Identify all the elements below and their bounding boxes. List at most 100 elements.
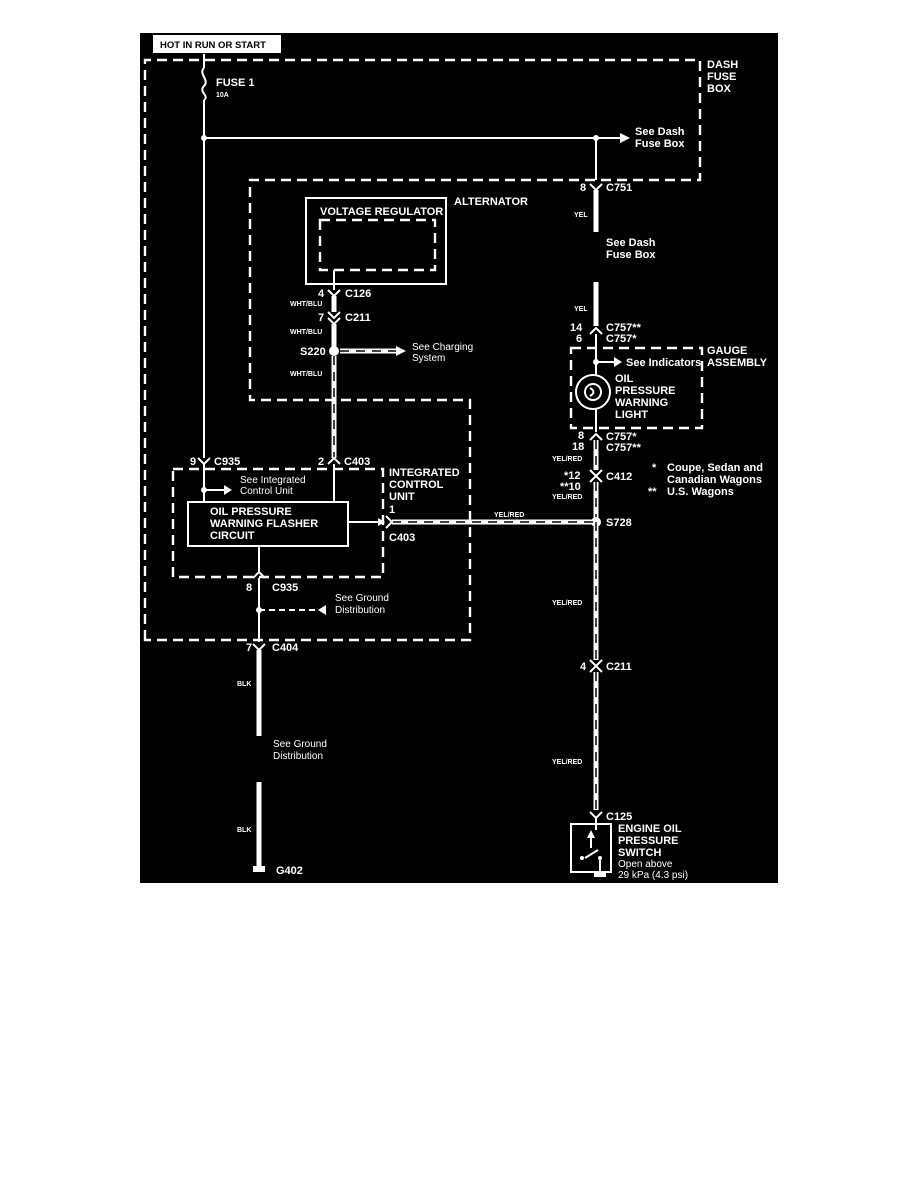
fuse-rating: 10A bbox=[216, 92, 229, 99]
legend-mark-2: ** bbox=[648, 486, 657, 498]
diagram-background bbox=[140, 33, 778, 883]
c757-top-connector bbox=[589, 326, 603, 335]
ground-ref-2b: Distribution bbox=[273, 751, 323, 762]
power-header-box bbox=[153, 35, 281, 53]
wht-blu-label-2: WHT/BLU bbox=[290, 329, 322, 336]
yel-red-label-2: YEL/RED bbox=[552, 494, 582, 501]
g402-ground-symbol bbox=[253, 866, 265, 872]
alternator-label: ALTERNATOR bbox=[454, 196, 528, 208]
charging-ref-2: System bbox=[412, 353, 445, 364]
c751-name: C751 bbox=[606, 182, 632, 194]
c403-top-name: C403 bbox=[344, 456, 370, 468]
c757-bot-name-1: C757* bbox=[606, 431, 637, 443]
dash-ref-line-1: See Dash bbox=[635, 126, 685, 138]
switch-label-1: ENGINE OIL bbox=[618, 823, 682, 835]
c403-side-name: C403 bbox=[389, 532, 415, 544]
warning-light-bulb bbox=[575, 374, 611, 410]
legend-text-1b: Canadian Wagons bbox=[667, 474, 762, 486]
fuse-symbol bbox=[201, 67, 207, 101]
charging-ref-1: See Charging bbox=[412, 342, 473, 353]
gauge-label-1: GAUGE bbox=[707, 345, 747, 357]
switch-ground-symbol bbox=[594, 873, 606, 877]
warning-light-inner bbox=[584, 383, 602, 401]
icu-label-2: CONTROL bbox=[389, 479, 444, 491]
regulator-inner-outline bbox=[318, 218, 437, 272]
s220-splice bbox=[329, 346, 339, 356]
light-label-3: WARNING bbox=[615, 397, 668, 409]
c404-pin: 7 bbox=[246, 642, 252, 654]
flasher-label-1: OIL PRESSURE bbox=[210, 506, 292, 518]
light-label-2: PRESSURE bbox=[615, 385, 676, 397]
c404-name: C404 bbox=[272, 642, 299, 654]
yel-red-label-1: YEL/RED bbox=[552, 456, 582, 463]
indicators-arrow bbox=[614, 357, 622, 367]
switch-label-3: SWITCH bbox=[618, 847, 661, 859]
c211-top-connector-a bbox=[327, 311, 341, 320]
flasher-label-3: CIRCUIT bbox=[210, 530, 255, 542]
yel-red-label-h: YEL/RED bbox=[494, 512, 524, 519]
dash-ref-mid-2: Fuse Box bbox=[606, 249, 656, 261]
dash-fuse-box-outline bbox=[143, 58, 702, 642]
s220-label: S220 bbox=[300, 346, 326, 358]
dash-fuse-box-label-3: BOX bbox=[707, 83, 732, 95]
dash-ref-arrow bbox=[620, 133, 630, 143]
c935-top-name: C935 bbox=[214, 456, 240, 468]
switch-arrow bbox=[587, 830, 595, 838]
c211-bot-connector-bot bbox=[589, 664, 603, 673]
c412-name: C412 bbox=[606, 471, 632, 483]
fuse-name: FUSE 1 bbox=[216, 77, 255, 89]
c126-name: C126 bbox=[345, 288, 371, 300]
dash-fuse-box-label-2: FUSE bbox=[707, 71, 736, 83]
c935-bot-connector bbox=[252, 570, 266, 579]
c757-bot-connector bbox=[589, 432, 603, 441]
c757-top-name-2: C757* bbox=[606, 333, 637, 345]
c935-top-pin: 9 bbox=[190, 456, 196, 468]
power-header-label: HOT IN RUN OR START bbox=[160, 40, 266, 51]
icu-label-1: INTEGRATED bbox=[389, 467, 460, 479]
dash-ref-line-2: Fuse Box bbox=[635, 138, 685, 150]
flasher-label-2: WARNING FLASHER bbox=[210, 518, 318, 530]
charging-arrow bbox=[396, 346, 406, 356]
c412-pin-2: **10 bbox=[560, 481, 581, 493]
c757-bot-name-2: C757** bbox=[606, 442, 642, 454]
switch-label-2: PRESSURE bbox=[618, 835, 679, 847]
c211-bot-pin: 4 bbox=[580, 661, 587, 673]
yel-red-label-3: YEL/RED bbox=[552, 600, 582, 607]
c403-side-connector bbox=[385, 515, 394, 529]
gauge-assembly-outline bbox=[569, 346, 704, 430]
c412-connector-bot bbox=[589, 474, 603, 483]
c757-top-pin-2: 6 bbox=[576, 333, 582, 345]
warning-light-filament bbox=[589, 387, 595, 397]
gauge-label-2: ASSEMBLY bbox=[707, 357, 768, 369]
legend-text-1a: Coupe, Sedan and bbox=[667, 462, 763, 474]
regulator-label: VOLTAGE REGULATOR bbox=[320, 206, 443, 218]
s728-label: S728 bbox=[606, 517, 632, 529]
c125-name: C125 bbox=[606, 811, 632, 823]
yel-red-label-4: YEL/RED bbox=[552, 759, 582, 766]
c403-top-connector bbox=[327, 456, 341, 465]
wht-blu-label-1: WHT/BLU bbox=[290, 301, 322, 308]
legend-mark-1: * bbox=[652, 462, 657, 474]
ground-ref-arrow bbox=[318, 605, 326, 615]
c211-top-name: C211 bbox=[345, 312, 371, 324]
ground-ref-1a: See Ground bbox=[335, 593, 389, 604]
c211-bot-name: C211 bbox=[606, 661, 632, 673]
legend-text-2: U.S. Wagons bbox=[667, 486, 734, 498]
voltage-regulator-box bbox=[305, 197, 447, 285]
c211-top-pin: 7 bbox=[318, 312, 324, 324]
blk-label-2: BLK bbox=[237, 827, 251, 834]
c757-top-pin-1: 14 bbox=[570, 322, 583, 334]
switch-contact-1 bbox=[580, 856, 584, 860]
light-label-4: LIGHT bbox=[615, 409, 648, 421]
dash-ref-mid-1: See Dash bbox=[606, 237, 656, 249]
g402-label: G402 bbox=[276, 865, 303, 877]
c935-bot-pin: 8 bbox=[246, 582, 252, 594]
icu-label-3: UNIT bbox=[389, 491, 415, 503]
blk-label-1: BLK bbox=[237, 681, 251, 688]
c751-pin: 8 bbox=[580, 182, 586, 194]
integrated-ref-1: See Integrated bbox=[240, 475, 306, 486]
wht-blu-label-3: WHT/BLU bbox=[290, 371, 322, 378]
c412-pin-1: *12 bbox=[564, 470, 581, 482]
flasher-out-arrow bbox=[378, 518, 385, 526]
